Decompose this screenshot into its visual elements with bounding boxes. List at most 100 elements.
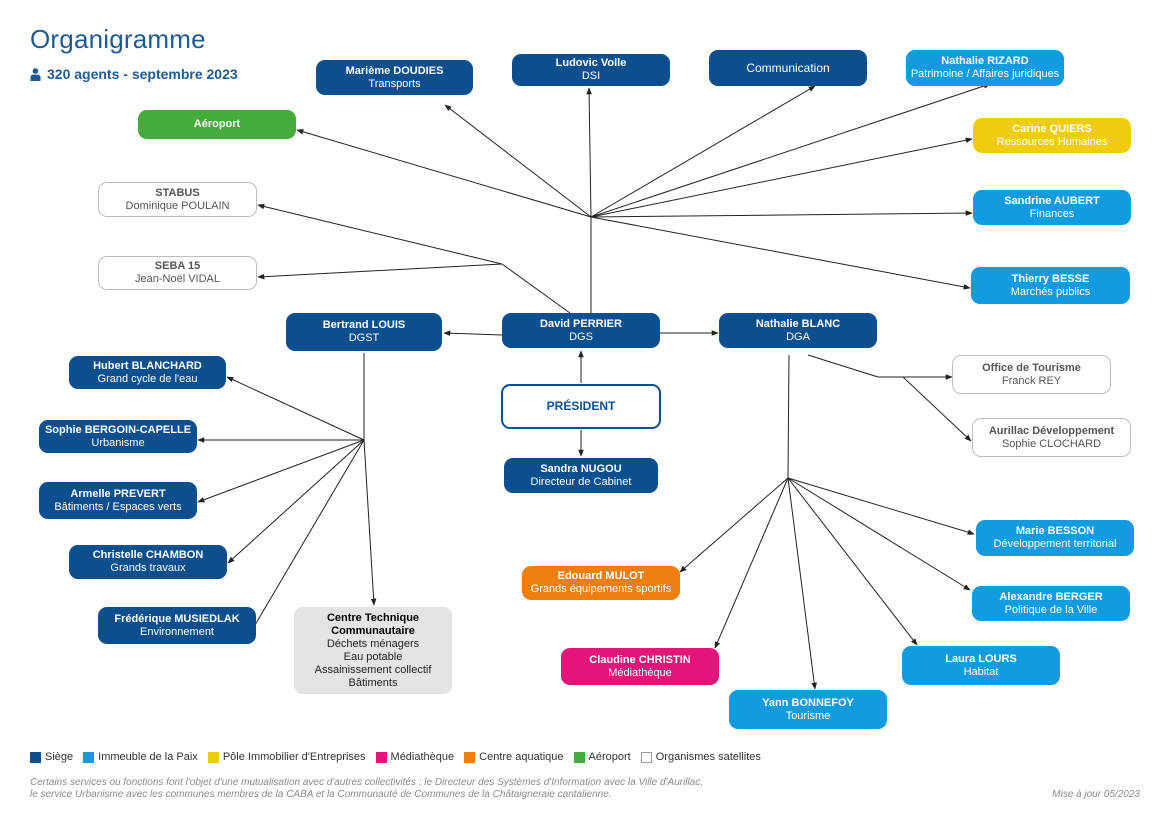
node-role: DGA <box>786 330 810 343</box>
node-developpement-territorial: Marie BESSON Développement territorial <box>976 520 1134 556</box>
node-role: Marchés publics <box>1010 285 1091 298</box>
node-name: Alexandre BERGER <box>999 590 1103 603</box>
node-role: Bâtiments / Espaces verts <box>54 500 182 513</box>
node-name: Sophie BERGOIN-CAPELLE <box>44 423 192 436</box>
node-role: Environnement <box>140 625 214 638</box>
node-transports: Marième DOUDIES Transports <box>316 60 473 95</box>
node-role: Transports <box>368 77 421 90</box>
node-label: PRÉSIDENT <box>546 399 616 413</box>
node-name: Marième DOUDIES <box>345 64 444 77</box>
legend-label: Centre aquatique <box>479 751 564 763</box>
node-name: Armelle PREVERT <box>70 487 166 500</box>
node-name: Ludovic Volle <box>555 57 627 69</box>
legend-label: Organismes satellites <box>655 751 761 763</box>
node-name: Nathalie BLANC <box>755 317 841 330</box>
legend-item: Centre aquatique <box>464 751 564 763</box>
node-dgst: Bertrand LOUIS DGST <box>286 313 442 351</box>
node-communication: Communication <box>709 50 867 86</box>
node-name: SEBA 15 <box>154 260 201 272</box>
node-directeur-cabinet: Sandra NUGOU Directeur de Cabinet <box>504 458 658 493</box>
footnote-line: le service Urbanisme avec les communes m… <box>30 789 612 800</box>
legend-label: Pôle Immobilier d'Entreprises <box>222 751 366 763</box>
footnote: Certains services ou fonctions font l'ob… <box>30 777 703 801</box>
node-label: Aéroport <box>193 118 241 130</box>
node-batiments-espaces-verts: Armelle PREVERT Bâtiments / Espaces vert… <box>39 482 197 519</box>
node-role: Habitat <box>963 665 999 678</box>
node-line: Déchets ménagers <box>326 637 420 650</box>
node-line: Assainissement collectif <box>314 663 432 676</box>
legend-swatch <box>375 751 387 763</box>
legend-item: Aéroport <box>573 751 631 763</box>
node-role: Grand cycle de l'eau <box>97 372 198 385</box>
legend-label: Siège <box>45 751 74 763</box>
node-name: Hubert BLANCHARD <box>93 359 202 372</box>
node-label: Communication <box>746 60 830 75</box>
node-name: Frédérique MUSIEDLAK <box>114 612 240 625</box>
node-finances: Sandrine AUBERT Finances <box>973 190 1131 225</box>
node-role: DGS <box>569 330 593 343</box>
legend-item: Organismes satellites <box>640 751 761 763</box>
node-patrimoine: Nathalie RIZARD Patrimoine / Affaires ju… <box>906 50 1064 86</box>
legend-item: Pôle Immobilier d'Entreprises <box>207 751 366 763</box>
node-dgs: David PERRIER DGS <box>502 313 660 348</box>
node-name: Sandrine AUBERT <box>1004 194 1100 207</box>
legend-swatch <box>464 751 476 763</box>
node-dga: Nathalie BLANC DGA <box>719 313 877 348</box>
legend: Siège Immeuble de la Paix Pôle Immobilie… <box>30 751 771 763</box>
node-name: Aurillac Développement <box>988 424 1115 437</box>
node-grands-travaux: Christelle CHAMBON Grands travaux <box>69 545 227 579</box>
node-name: Claudine CHRISTIN <box>589 653 691 666</box>
node-name: Office de Tourisme <box>982 361 1081 374</box>
node-environnement: Frédérique MUSIEDLAK Environnement <box>98 607 256 644</box>
node-urbanisme: Sophie BERGOIN-CAPELLE Urbanisme <box>39 420 197 453</box>
node-tourisme: Yann BONNEFOY Tourisme <box>729 690 887 729</box>
node-role: Dominique POULAIN <box>125 199 230 212</box>
node-grands-equipements-sportifs: Edouard MULOT Grands équipements sportif… <box>522 566 680 600</box>
node-name: Edouard MULOT <box>557 570 645 582</box>
legend-swatch <box>30 751 41 763</box>
node-role: Grands équipements sportifs <box>530 583 672 595</box>
node-ressources-humaines: Carine QUIERS Ressources Humaines <box>973 118 1131 153</box>
person-icon <box>30 67 41 81</box>
node-role: Finances <box>1029 207 1075 220</box>
legend-item: Immeuble de la Paix <box>83 751 198 763</box>
legend-swatch <box>573 751 585 763</box>
node-name: Christelle CHAMBON <box>92 549 204 561</box>
node-name: STABUS <box>155 186 200 199</box>
node-role: Grands travaux <box>110 562 186 574</box>
legend-item: Siège <box>30 751 73 763</box>
node-role: Médiathèque <box>608 666 672 679</box>
node-role: Franck REY <box>1001 374 1062 387</box>
legend-label: Immeuble de la Paix <box>98 751 198 763</box>
node-role: Tourisme <box>785 709 831 722</box>
node-mediatheque: Claudine CHRISTIN Médiathèque <box>561 648 719 685</box>
node-seba15: SEBA 15 Jean-Noël VIDAL <box>98 256 257 290</box>
president-node: PRÉSIDENT <box>501 384 661 429</box>
node-role: DGST <box>348 332 380 344</box>
node-stabus: STABUS Dominique POULAIN <box>98 182 257 217</box>
agents-count-text: 320 agents - septembre 2023 <box>47 66 238 82</box>
legend-swatch <box>83 751 95 763</box>
node-line: Bâtiments <box>348 676 398 689</box>
node-name: Laura LOURS <box>945 652 1017 665</box>
legend-label: Aéroport <box>588 751 631 763</box>
agents-count: 320 agents - septembre 2023 <box>30 66 238 82</box>
node-role: Développement territorial <box>993 538 1117 550</box>
node-aeroport: Aéroport <box>138 110 296 139</box>
node-grand-cycle-eau: Hubert BLANCHARD Grand cycle de l'eau <box>69 356 226 389</box>
node-role: Patrimoine / Affaires juridiques <box>910 68 1060 80</box>
legend-swatch <box>640 751 652 763</box>
node-aurillac-developpement: Aurillac Développement Sophie CLOCHARD <box>972 418 1131 457</box>
node-name: Carine QUIERS <box>1012 122 1092 135</box>
node-habitat: Laura LOURS Habitat <box>902 646 1060 685</box>
page-title: Organigramme <box>30 24 206 54</box>
node-name: Centre Technique Communautaire <box>326 611 420 637</box>
node-role: Sophie CLOCHARD <box>1001 437 1102 450</box>
legend-swatch <box>207 751 219 763</box>
node-marches-publics: Thierry BESSE Marchés publics <box>971 267 1130 304</box>
node-politique-ville: Alexandre BERGER Politique de la Ville <box>972 586 1130 621</box>
legend-item: Médiathèque <box>375 751 454 763</box>
node-name: Sandra NUGOU <box>540 462 622 475</box>
node-office-tourisme: Office de Tourisme Franck REY <box>952 355 1111 394</box>
